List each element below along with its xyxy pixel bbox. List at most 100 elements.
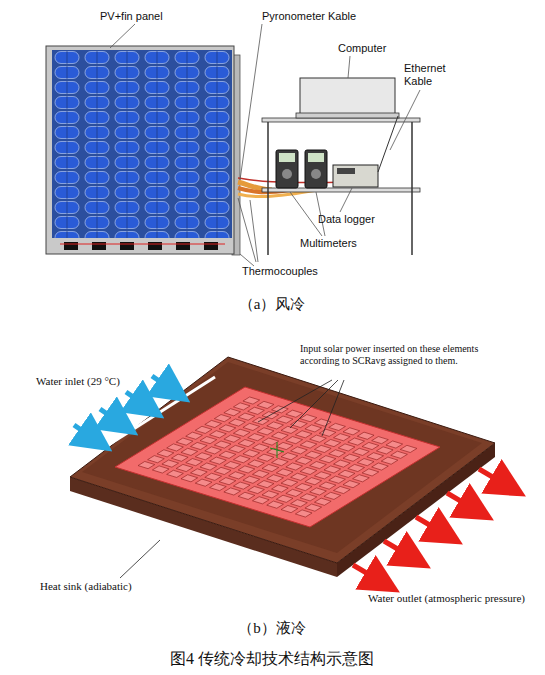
grid-element bbox=[338, 470, 355, 477]
part-label: Water inlet (29 °C) bbox=[36, 375, 120, 388]
grid-element bbox=[291, 473, 308, 480]
grid-element bbox=[257, 401, 274, 408]
grid-element bbox=[238, 492, 255, 499]
grid-element bbox=[210, 483, 227, 490]
grid-element bbox=[362, 469, 379, 476]
grid-element bbox=[391, 451, 408, 458]
grid-element bbox=[171, 454, 188, 461]
grid-element bbox=[353, 448, 370, 455]
grid-element bbox=[329, 423, 346, 430]
grid-element bbox=[186, 432, 203, 439]
grid-element bbox=[148, 456, 165, 463]
grid-element bbox=[305, 504, 322, 511]
grid-element bbox=[195, 426, 212, 433]
grid-element bbox=[191, 442, 208, 449]
grid-element bbox=[295, 510, 312, 517]
grid-element bbox=[305, 425, 322, 432]
grid-element bbox=[238, 466, 255, 473]
part-label: Heat sink (adiabatic) bbox=[40, 580, 132, 593]
grid-element bbox=[300, 494, 317, 501]
grid-element bbox=[281, 479, 298, 486]
grid-element bbox=[252, 417, 269, 424]
grid-element bbox=[295, 431, 312, 438]
part-label: Water outlet (atmospheric pressure) bbox=[368, 592, 528, 605]
grid-element bbox=[338, 444, 355, 451]
grid-element bbox=[205, 420, 222, 427]
grid-element bbox=[324, 492, 341, 499]
grid-element bbox=[262, 464, 279, 471]
grid-element bbox=[205, 473, 222, 480]
grid-element bbox=[214, 467, 231, 474]
grid-element bbox=[286, 410, 303, 417]
part-label: Computer bbox=[338, 42, 386, 55]
part-label: Multimeters bbox=[300, 237, 357, 250]
grid-element bbox=[191, 469, 208, 476]
grid-element bbox=[243, 476, 260, 483]
grid-element bbox=[248, 407, 265, 414]
grid-element bbox=[343, 454, 360, 461]
grid-element bbox=[295, 457, 312, 464]
grid-element bbox=[281, 453, 298, 460]
grid-element bbox=[257, 481, 274, 488]
grid-element bbox=[286, 437, 303, 444]
grid-element bbox=[272, 459, 289, 466]
grid-element bbox=[210, 431, 227, 438]
grid-element bbox=[334, 460, 351, 467]
grid-element bbox=[238, 413, 255, 420]
grid-element bbox=[262, 438, 279, 445]
grid-element bbox=[181, 448, 198, 455]
grid-element bbox=[233, 482, 250, 489]
grid-element bbox=[267, 448, 284, 455]
part-label: Data logger bbox=[318, 213, 375, 226]
grid-element bbox=[238, 439, 255, 446]
grid-element bbox=[195, 453, 212, 460]
part-label: PV+fin panel bbox=[100, 10, 163, 23]
grid-element bbox=[305, 478, 322, 485]
grid-element bbox=[276, 442, 293, 449]
grid-element bbox=[233, 456, 250, 463]
grid-element bbox=[314, 498, 331, 505]
grid-element bbox=[219, 478, 236, 485]
grid-element bbox=[314, 445, 331, 452]
grid-element bbox=[324, 439, 341, 446]
grid-element bbox=[224, 461, 241, 468]
grid-element bbox=[334, 486, 351, 493]
grid-element bbox=[357, 432, 374, 439]
grid-element bbox=[157, 450, 174, 457]
note-label: Input solar power inserted on these elem… bbox=[300, 343, 490, 366]
grid-element bbox=[372, 437, 389, 444]
grid-element bbox=[324, 466, 341, 473]
grid-element bbox=[291, 447, 308, 454]
grid-element bbox=[291, 420, 308, 427]
grid-element bbox=[286, 489, 303, 496]
grid-element bbox=[257, 428, 274, 435]
grid-element bbox=[248, 460, 265, 467]
grid-element bbox=[276, 416, 293, 423]
grid-element bbox=[224, 435, 241, 442]
grid-element bbox=[210, 457, 227, 464]
grid-element bbox=[214, 415, 231, 422]
grid-element bbox=[281, 426, 298, 433]
grid-element bbox=[362, 442, 379, 449]
grid-element bbox=[319, 429, 336, 436]
grid-element bbox=[224, 409, 241, 416]
figure-caption: 图4 传统冷却技术结构示意图 bbox=[170, 650, 374, 668]
grid-element bbox=[152, 466, 169, 473]
grid-element bbox=[305, 451, 322, 458]
grid-element bbox=[348, 438, 365, 445]
grid-element bbox=[276, 469, 293, 476]
grid-element bbox=[257, 454, 274, 461]
grid-element bbox=[319, 456, 336, 463]
part-label: Pyronometer Kable bbox=[262, 10, 356, 23]
grid-element bbox=[310, 488, 327, 495]
part-label: Ethernet Kable bbox=[404, 62, 468, 87]
grid-element bbox=[186, 459, 203, 466]
grid-element bbox=[167, 444, 184, 451]
grid-element bbox=[281, 505, 298, 512]
grid-element bbox=[319, 482, 336, 489]
grid-element bbox=[252, 444, 269, 451]
grid-element bbox=[229, 445, 246, 452]
grid-element bbox=[267, 422, 284, 429]
